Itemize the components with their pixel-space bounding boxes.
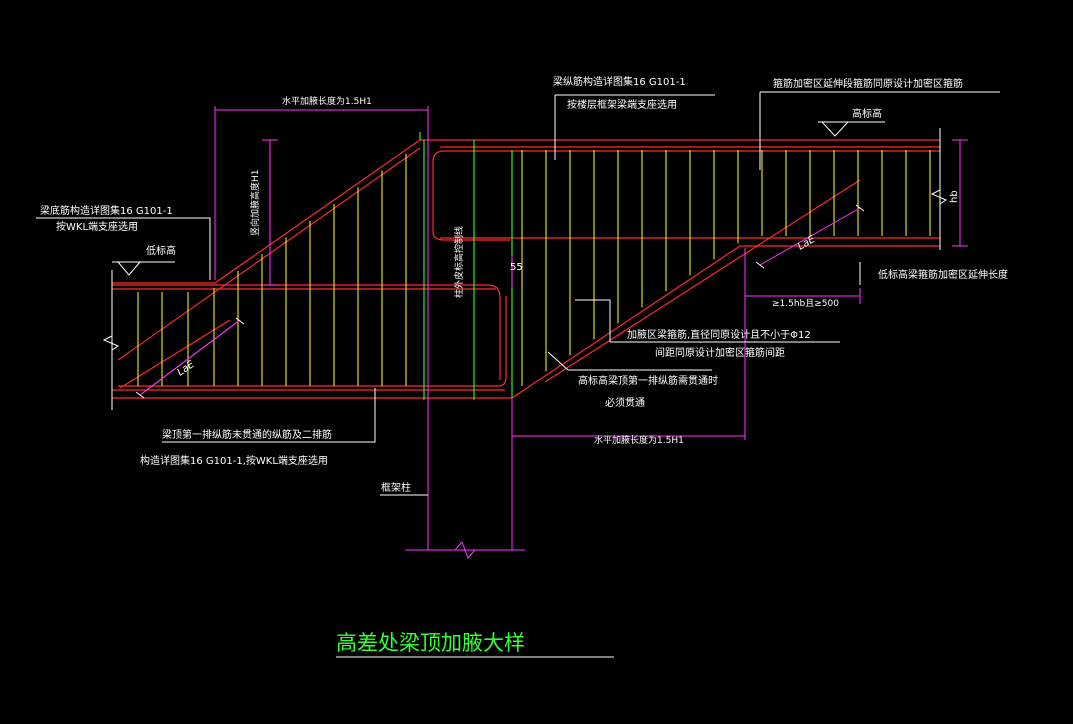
leader-lines <box>36 91 1000 496</box>
right-haunch-bar <box>544 179 861 383</box>
concrete-outline <box>112 139 940 399</box>
dim-vertical-h1: 竖向加腋高度H1 <box>249 170 261 237</box>
stirrup-group <box>137 150 931 386</box>
note-top-center-1: 梁纵筋构造详图集16 G101-1 <box>553 75 686 88</box>
tick-marks <box>135 204 865 399</box>
note-top-right: 箍筋加密区延伸段箍筋同原设计加密区箍筋 <box>773 77 963 90</box>
dim-55: 55 <box>510 262 523 273</box>
label-frame-column: 框架柱 <box>381 481 411 494</box>
low-beam-top-bar-hook <box>112 284 501 380</box>
elev-low-label: 低标高 <box>146 244 176 257</box>
note-bottom-left-1: 梁顶第一排纵筋未贯通的纵筋及二排筋 <box>162 428 332 441</box>
note-haunch-2: 间距同原设计加密区箍筋间距 <box>655 346 785 359</box>
column-lines <box>419 132 513 400</box>
note-top-center-2: 按楼层框架梁端支座选用 <box>567 98 677 111</box>
elevation-markers <box>112 121 885 276</box>
dimension-lines <box>139 106 968 559</box>
note-bottom-left-2: 构造详图集16 G101-1,按WKL端支座选用 <box>140 454 328 467</box>
drawing-title: 高差处梁顶加腋大样 <box>336 631 525 655</box>
break-symbols <box>102 128 948 410</box>
labels: 水平加腋长度为1.5H1 竖向加腋高度H1 hb 55 ≥1.5hb且≥500 … <box>40 75 1008 494</box>
dim-bottom-horizontal: 水平加腋长度为1.5H1 <box>594 434 684 446</box>
label-lae-right: LaE <box>796 234 818 253</box>
note-haunch-1: 加腋区梁箍筋,直径同原设计且不小于Φ12 <box>627 328 811 341</box>
high-beam-top-bar-hook <box>432 150 940 241</box>
elev-right-triangle <box>820 121 850 137</box>
beam-bottom-outline <box>112 245 940 399</box>
column-control-label: 柱外皮标高控制线 <box>453 226 465 298</box>
note-left-2: 按WKL端支座选用 <box>56 220 138 233</box>
dim-min-ext: ≥1.5hb且≥500 <box>772 298 839 309</box>
label-lae-left: LaE <box>175 359 197 379</box>
note-left-1: 梁底筋构造详图集16 G101-1 <box>40 204 173 217</box>
note-bottom-bar-2: 必须贯通 <box>605 396 645 409</box>
left-haunch-bar <box>117 147 421 361</box>
beam-top-outline <box>112 139 940 284</box>
elev-left-triangle <box>116 261 142 276</box>
dim-hb: hb <box>949 190 960 203</box>
note-right-ext: 低标高梁箍筋加密区延伸长度 <box>878 268 1008 281</box>
elev-high-label: 高标高 <box>852 107 882 120</box>
dim-top-horizontal: 水平加腋长度为1.5H1 <box>282 95 372 107</box>
low-beam-bottom-bar <box>118 296 507 387</box>
note-bottom-bar-1: 高标高梁顶第一排纵筋需贯通时 <box>578 374 718 387</box>
